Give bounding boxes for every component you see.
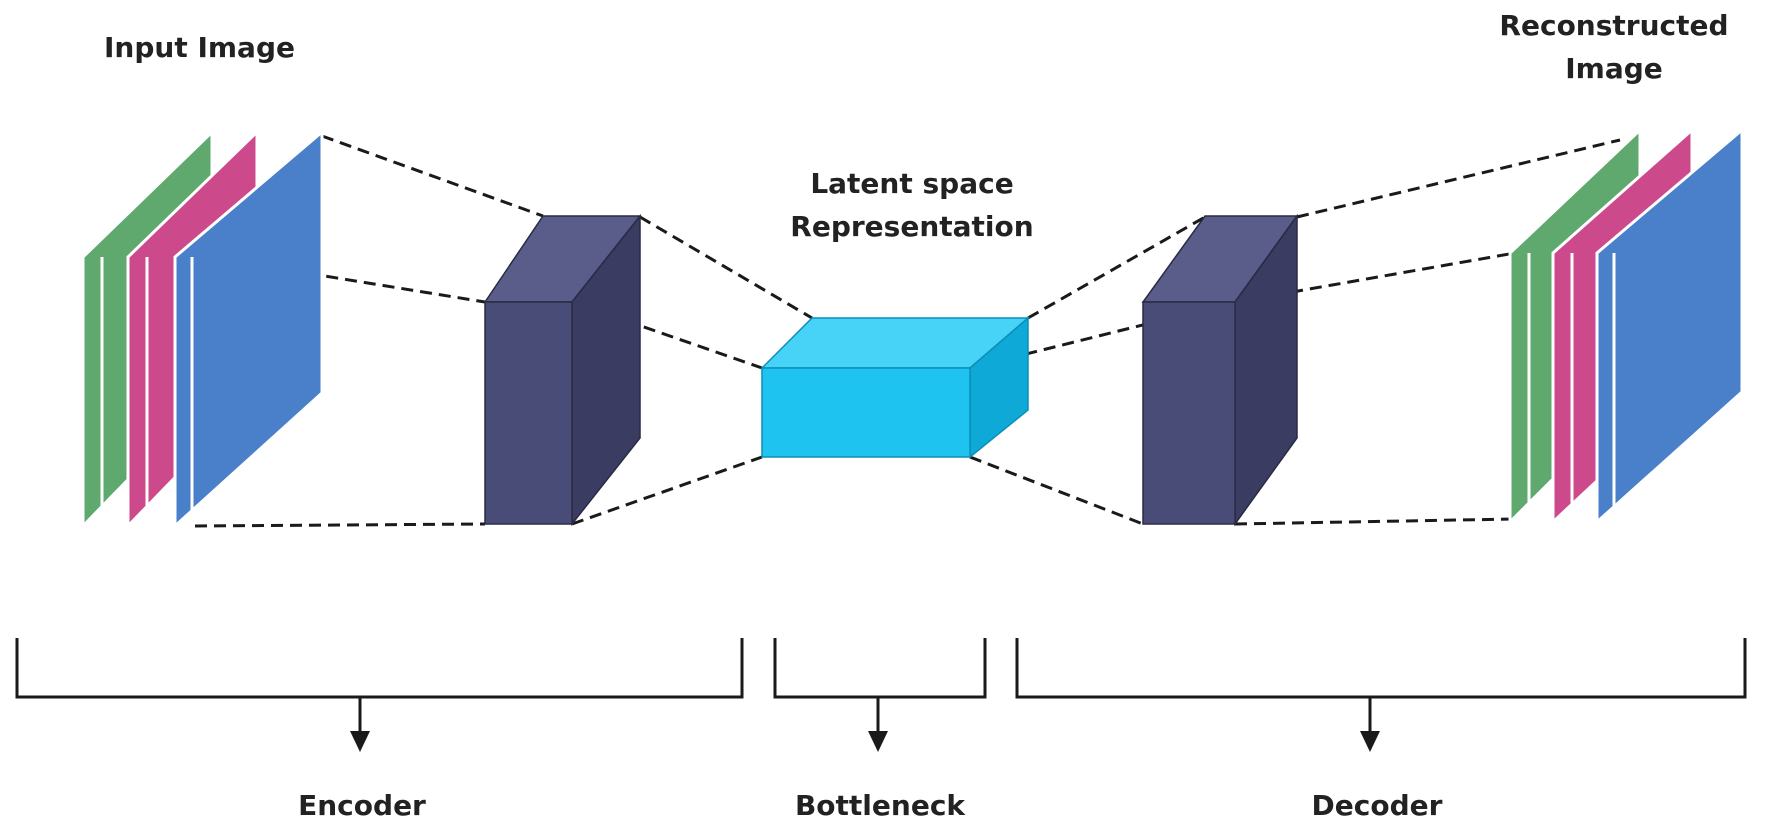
decoder-label: Decoder [1312, 789, 1443, 822]
dash-latent-top-to-block [1027, 215, 1206, 320]
decoder-block [1141, 213, 1299, 527]
encoder-bracket-line [15, 638, 744, 699]
reconstructed-image-stack [1508, 126, 1744, 526]
reconstructed-image-label-line1: Reconstructed [1499, 9, 1728, 42]
encoder-arrow-head [350, 731, 370, 752]
latent-space-label-line2: Representation [790, 210, 1033, 243]
bottleneck-bracket-line [773, 638, 987, 699]
decoder-bracket [1015, 638, 1747, 752]
input-image-label: Input Image [104, 31, 295, 64]
dash-block-bottom-to-output [1234, 517, 1516, 526]
bottleneck-bracket [773, 638, 987, 752]
dash-input-top-to-block [321, 134, 544, 218]
dash-block-top-to-latent [639, 215, 813, 320]
dash-block-top-to-output [1296, 138, 1621, 219]
dash-block-mid-to-latent [571, 300, 763, 370]
input-image-stack [81, 128, 324, 530]
encoder-block-front [484, 301, 573, 525]
dash-block-bottom-to-latent [571, 455, 763, 526]
latent-space-block [760, 316, 1031, 459]
encoder-block [483, 213, 642, 527]
decoder-arrow-head [1360, 731, 1380, 752]
encoder-bracket [15, 638, 744, 752]
decoder-bracket-line [1015, 638, 1747, 699]
reconstructed-image-label-line2: Image [1565, 52, 1663, 85]
latent-space-label-line1: Latent space [810, 167, 1013, 200]
dash-input-bottom-to-block [194, 522, 486, 528]
encoder-label: Encoder [298, 789, 426, 822]
bottleneck-label: Bottleneck [795, 789, 966, 822]
decoder-block-front [1142, 301, 1236, 525]
input-channel-blue [173, 128, 324, 530]
dash-latent-bottom-to-block [969, 455, 1144, 526]
output-channel-blue [1595, 126, 1744, 526]
bottleneck-arrow-head [868, 731, 888, 752]
latent-block-front [761, 367, 971, 458]
